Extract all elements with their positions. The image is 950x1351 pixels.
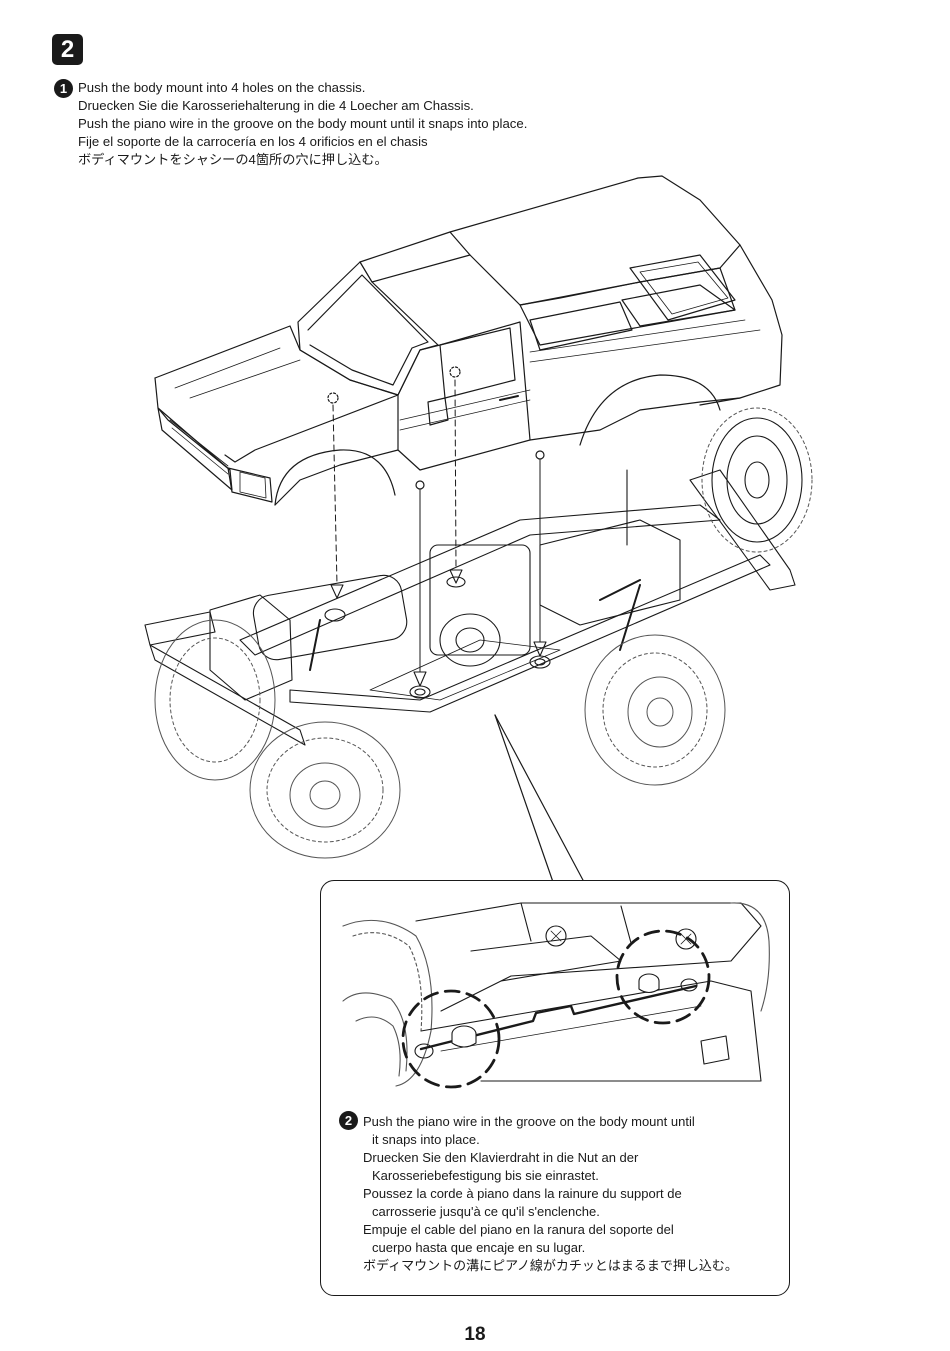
detail-callout-box: 2 Push the piano wire in the groove on t… <box>320 880 790 1296</box>
tire-illustration <box>154 407 813 859</box>
instruction-1-line: Druecken Sie die Karosseriehalterung in … <box>78 98 474 113</box>
instruction-1-line: Push the piano wire in the groove on the… <box>78 116 528 131</box>
mount-guide-lines <box>332 379 541 673</box>
step-number-badge: 2 <box>52 34 83 65</box>
instruction-2-line: it snaps into place. <box>372 1132 480 1147</box>
instruction-2-line: Push the piano wire in the groove on the… <box>363 1114 695 1129</box>
instruction-2-line: Empuje el cable del piano en la ranura d… <box>363 1222 674 1237</box>
instruction-2-text: Push the piano wire in the groove on the… <box>363 1113 738 1275</box>
instruction-1-text: Push the body mount into 4 holes on the … <box>78 79 527 169</box>
substep-marker-2: 2 <box>339 1111 358 1130</box>
instruction-2-line: Druecken Sie den Klavierdraht in die Nut… <box>363 1150 639 1165</box>
instruction-2-line: Poussez la corde à piano dans la rainure… <box>363 1186 682 1201</box>
instruction-2-line: Karosseriebefestigung bis sie einrastet. <box>372 1168 599 1183</box>
step-number: 2 <box>60 35 75 63</box>
instruction-1-line: Push the body mount into 4 holes on the … <box>78 80 366 95</box>
detail-illustration <box>342 902 770 1089</box>
chassis-illustration <box>144 417 803 746</box>
substep-marker-1: 1 <box>54 79 73 98</box>
instruction-2-line: ボディマウントの溝にピアノ線がカチッとはまるまで押し込む。 <box>363 1258 738 1273</box>
instruction-2-line: carrosserie jusqu'à ce qu'il s'enclenche… <box>372 1204 600 1219</box>
instruction-1-line: Fije el soporte de la carrocería en los … <box>78 134 428 149</box>
page-number: 18 <box>464 1324 486 1345</box>
body-illustration <box>154 175 783 506</box>
instruction-1-line: ボディマウントをシャシーの4箇所の穴に押し込む。 <box>78 152 388 167</box>
callout-lines <box>494 714 585 883</box>
instruction-2-line: cuerpo hasta que encaje en su lugar. <box>372 1240 586 1255</box>
